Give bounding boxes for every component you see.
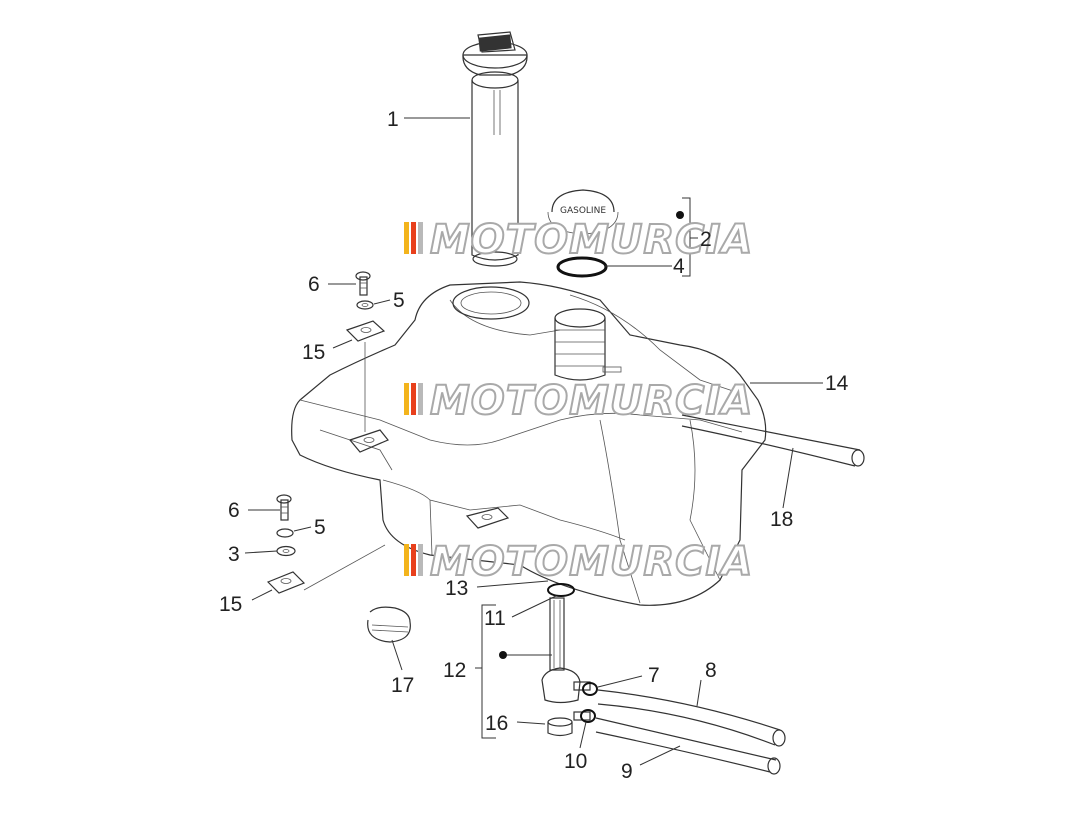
callout-6-lower: 6 xyxy=(228,499,240,522)
seal-11 xyxy=(547,583,575,597)
fuel-tap xyxy=(541,597,591,721)
fuel-level-sender xyxy=(462,31,528,267)
callout-18: 18 xyxy=(770,508,793,531)
callout-3: 3 xyxy=(228,543,240,566)
watermark-text: MOTOMURCIA xyxy=(430,378,753,424)
callout-4: 4 xyxy=(673,255,685,278)
kit-dot xyxy=(676,211,684,219)
callout-labels: 1 2 4 6 5 15 14 18 6 5 3 15 13 11 17 12 … xyxy=(219,108,849,783)
breather-hose xyxy=(681,414,865,467)
hoses xyxy=(595,689,786,775)
upper-mount-hardware xyxy=(345,271,386,432)
callout-16: 16 xyxy=(485,712,508,735)
callout-1: 1 xyxy=(387,108,399,131)
o-ring-4 xyxy=(556,256,608,278)
leader-lines xyxy=(244,117,823,766)
hose-clamp-17 xyxy=(367,606,411,643)
callout-13: 13 xyxy=(445,577,468,600)
watermark-middle: MOTOMURCIA xyxy=(404,377,753,425)
callout-7: 7 xyxy=(648,664,660,687)
callout-15: 15 xyxy=(302,341,325,364)
clip-7 xyxy=(582,682,598,696)
watermark-bottom: MOTOMURCIA xyxy=(404,538,753,586)
watermark-text: MOTOMURCIA xyxy=(430,217,753,263)
wm-stripe xyxy=(404,222,409,254)
callout-2: 2 xyxy=(700,228,712,251)
watermark-top: MOTOMURCIA xyxy=(404,216,753,264)
clip-10 xyxy=(580,709,596,723)
watermark-text: MOTOMURCIA xyxy=(430,539,753,585)
callout-11: 11 xyxy=(484,607,506,630)
callout-10: 10 xyxy=(564,750,587,773)
callout-6: 6 xyxy=(308,273,320,296)
callout-14: 14 xyxy=(825,372,849,395)
fuel-tank xyxy=(291,281,767,606)
callout-12: 12 xyxy=(443,659,466,682)
callout-15-lower: 15 xyxy=(219,593,242,616)
callout-5: 5 xyxy=(393,289,405,312)
callout-8: 8 xyxy=(705,659,717,682)
callout-9: 9 xyxy=(621,760,633,783)
fuel-cap: GASOLINE xyxy=(547,189,684,235)
callout-5-lower: 5 xyxy=(314,516,326,539)
lower-mount-hardware xyxy=(266,494,386,594)
cap-label: GASOLINE xyxy=(560,206,606,216)
callout-17: 17 xyxy=(391,674,414,697)
spacer-16 xyxy=(547,717,573,737)
